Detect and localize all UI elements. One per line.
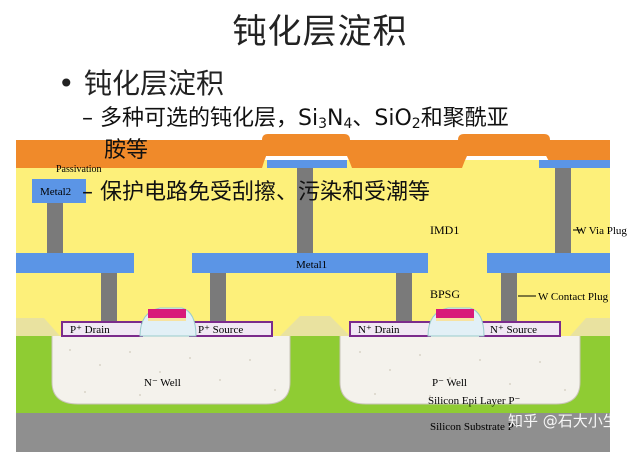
label-p-source: P⁺ Source xyxy=(198,324,243,336)
sub-bullet-2-text: 保护电路免受刮擦、污染和受潮等 xyxy=(100,180,431,205)
metal1-right xyxy=(487,253,610,273)
p-well-region xyxy=(339,334,581,405)
label-w-contact-plug: W Contact Plug xyxy=(538,291,609,303)
silicon-substrate-layer xyxy=(16,412,610,452)
well-texture xyxy=(69,349,566,397)
sub-bullet-1-sub4: 4 xyxy=(343,116,353,132)
n-well-region xyxy=(51,334,291,405)
passivation-base xyxy=(16,140,610,156)
metal1-center xyxy=(192,253,428,273)
label-n-well: N⁻ Well xyxy=(144,377,181,389)
label-metal2: Metal2 xyxy=(40,186,71,198)
via-plug-center xyxy=(297,168,313,253)
watermark: 知乎 @石大小生 xyxy=(508,412,618,430)
sub-bullet-1-line2: 胺等 xyxy=(104,138,149,163)
label-n-source: N⁺ Source xyxy=(490,324,537,336)
metal1-left xyxy=(16,253,134,273)
bullet-main-text: 钝化层淀积 xyxy=(84,67,225,100)
label-substrate: Silicon Substrate P⁺ xyxy=(430,421,520,433)
label-bpsg: BPSG xyxy=(430,287,460,301)
contact-plug-3 xyxy=(396,273,412,323)
bpsg-bumps xyxy=(16,316,610,336)
label-p-drain: P⁺ Drain xyxy=(70,324,110,336)
sub-bullet-1-dash: – xyxy=(82,106,93,131)
sub-bullet-1-sub2: 2 xyxy=(411,116,421,132)
sub-bullet-2-dash: – xyxy=(82,180,93,205)
label-n-drain: N⁺ Drain xyxy=(358,324,400,336)
contact-plug-2 xyxy=(210,273,226,323)
sub-bullet-1-text-a: 多种可选的钝化层，Si xyxy=(100,106,319,131)
metal2-left xyxy=(32,179,86,203)
label-metal1: Metal1 xyxy=(296,259,327,271)
bullet-main: • 钝化层淀积 xyxy=(58,62,224,102)
bullet-marker: • xyxy=(58,67,75,100)
contact-plug-4 xyxy=(501,273,517,323)
label-p-well: P⁻ Well xyxy=(432,377,467,389)
sub-bullet-1-sub3: 3 xyxy=(318,116,327,132)
metal2-right xyxy=(539,160,610,168)
label-epi-layer: Silicon Epi Layer P⁻ xyxy=(428,395,520,407)
sub-bullet-1-text-b: 和聚酰亚 xyxy=(420,106,509,131)
sub-bullet-1: – 多种可选的钝化层，Si3N4、SiO2和聚酰亚 xyxy=(82,100,509,132)
via-plug-right xyxy=(555,168,571,253)
label-imd1: IMD1 xyxy=(430,223,459,237)
gate-right xyxy=(427,307,485,337)
contact-plug-1 xyxy=(101,273,117,323)
gate-left xyxy=(139,307,197,337)
sub-bullet-2: – 保护电路免受刮擦、污染和受潮等 xyxy=(82,174,430,206)
sub-bullet-1-n: N xyxy=(327,106,344,131)
metal2-center xyxy=(267,160,347,168)
label-w-via-plug: W Via Plug xyxy=(576,225,627,237)
label-passivation: Passivation xyxy=(56,164,102,175)
sub-bullet-1-sep: 、SiO xyxy=(352,106,412,131)
slide-title: 钝化层淀积 xyxy=(232,12,408,52)
via-plug-left xyxy=(47,203,63,253)
